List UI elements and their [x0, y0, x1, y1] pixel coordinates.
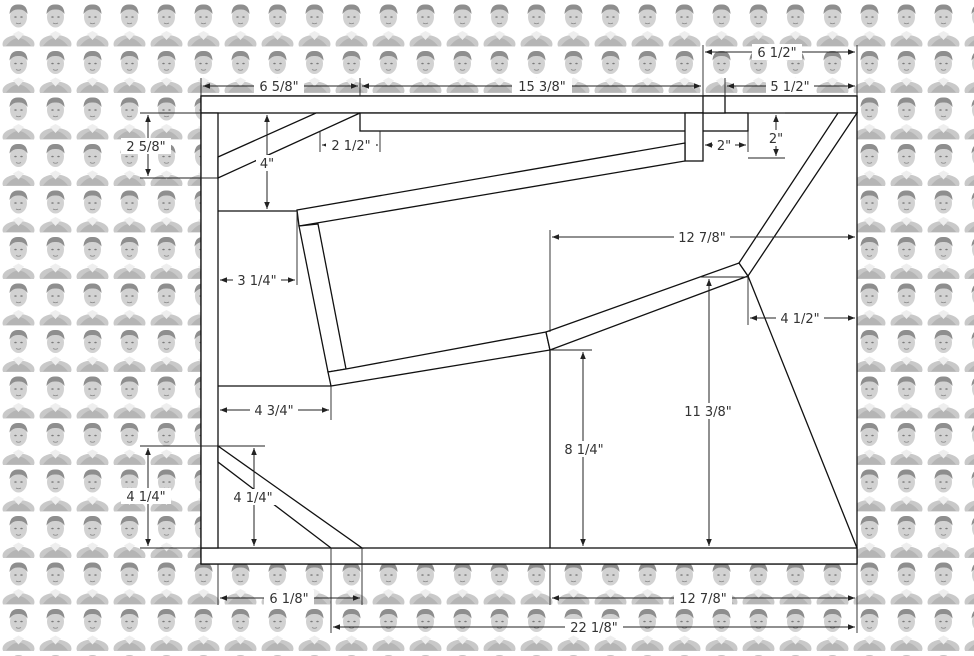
dim-bottom-right-width: 12 7/8"	[679, 592, 727, 607]
left-rail	[200, 112, 219, 549]
dim-left-lower-offset: 4 3/4"	[254, 404, 293, 419]
dim-center-height: 11 3/8"	[684, 405, 732, 420]
sheet-outline	[200, 95, 858, 565]
dim-notch-width-left: 2 1/2"	[331, 139, 370, 154]
dim-top-middle-width: 15 3/8"	[518, 80, 566, 95]
upper-left-brace	[217, 112, 361, 180]
right-slant-edge	[747, 275, 858, 549]
top-notch-block-right	[702, 95, 726, 114]
top-notch-block	[684, 112, 704, 162]
dim-notch-height-right: 2"	[769, 132, 783, 147]
dim-left-notch-height: 2 5/8"	[126, 140, 165, 155]
dim-bottom-total-width: 22 1/8"	[570, 621, 618, 636]
upper-diagonal	[296, 142, 686, 227]
dim-lower-left-height-outer: 4 1/4"	[126, 490, 165, 505]
dimension-labels: 6 5/8" 15 3/8" 6 1/2" 5 1/2" 2 5/8" 4" 2…	[121, 44, 824, 636]
dim-top-right-outer: 6 1/2"	[757, 46, 796, 61]
top-notch-strip	[359, 112, 749, 132]
dim-top-left-width: 6 5/8"	[259, 80, 298, 95]
dim-bottom-left-width: 6 1/8"	[269, 592, 308, 607]
dim-right-corner-offset: 4 1/2"	[780, 312, 819, 327]
dim-mid-height: 8 1/4"	[564, 443, 603, 458]
dim-top-right-inner: 5 1/2"	[770, 80, 809, 95]
dim-left-upper-height: 4"	[260, 157, 274, 172]
dim-lower-left-height-inner: 4 1/4"	[233, 491, 272, 506]
top-rail	[200, 95, 858, 114]
dim-right-upper-width: 12 7/8"	[678, 231, 726, 246]
dim-notch-width-right: 2"	[717, 139, 731, 154]
bottom-rail	[200, 547, 858, 565]
dim-upper-offset: 3 1/4"	[237, 274, 276, 289]
